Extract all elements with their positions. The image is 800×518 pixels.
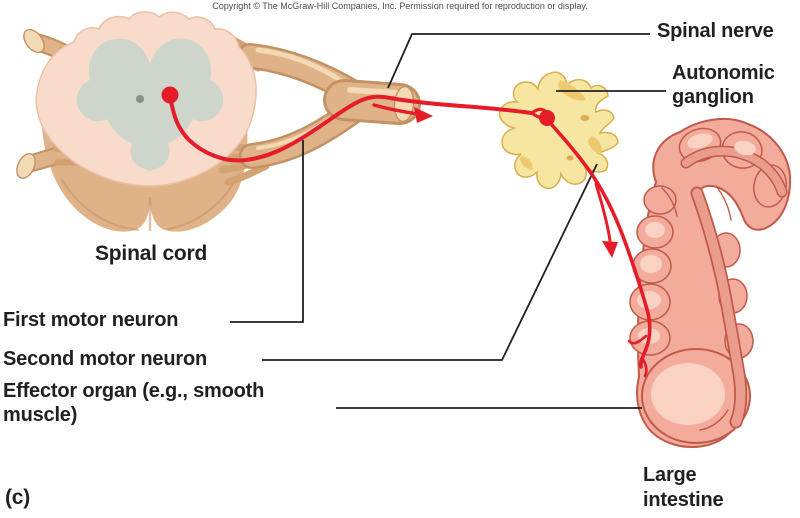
label-autonomic-ganglion-line2: ganglion [672, 86, 754, 108]
label-first-motor-neuron: First motor neuron [3, 309, 179, 331]
first-motor-neuron-path [161, 86, 548, 163]
label-large-intestine: Large intestine [643, 463, 724, 513]
gray-matter-butterfly [76, 38, 224, 171]
label-autonomic-ganglion-line1: Autonomic [672, 62, 775, 84]
second-motor-neuron-path [539, 110, 652, 378]
direction-arrow-2 [594, 182, 612, 243]
first-neuron-cell-body [161, 86, 179, 104]
label-large-intestine-line1: Large [643, 464, 697, 486]
ganglion-synapse-cell-body [539, 110, 555, 126]
label-second-motor-neuron: Second motor neuron [3, 348, 207, 370]
direction-arrow-1 [372, 103, 420, 116]
label-line-second-motor-neuron [262, 163, 598, 361]
large-intestine-illustration [629, 117, 792, 448]
label-line-first-motor-neuron [230, 140, 304, 323]
label-large-intestine-line2: intestine [643, 489, 724, 511]
label-effector-organ: Effector organ (e.g., smooth muscle) [3, 379, 264, 427]
copyright-notice: Copyright © The McGraw-Hill Companies, I… [212, 1, 588, 11]
label-effector-organ-line1: Effector organ (e.g., smooth [3, 380, 265, 402]
panel-letter-label: (c) [5, 486, 31, 509]
cord-shading-left [61, 179, 139, 231]
label-autonomic-ganglion: Autonomic ganglion [672, 61, 775, 109]
label-spinal-nerve: Spinal nerve [657, 20, 774, 42]
central-canal [136, 95, 144, 103]
label-effector-organ-line2: muscle) [3, 404, 78, 426]
label-line-spinal-nerve [387, 33, 650, 89]
label-spinal-cord: Spinal cord [95, 242, 208, 265]
